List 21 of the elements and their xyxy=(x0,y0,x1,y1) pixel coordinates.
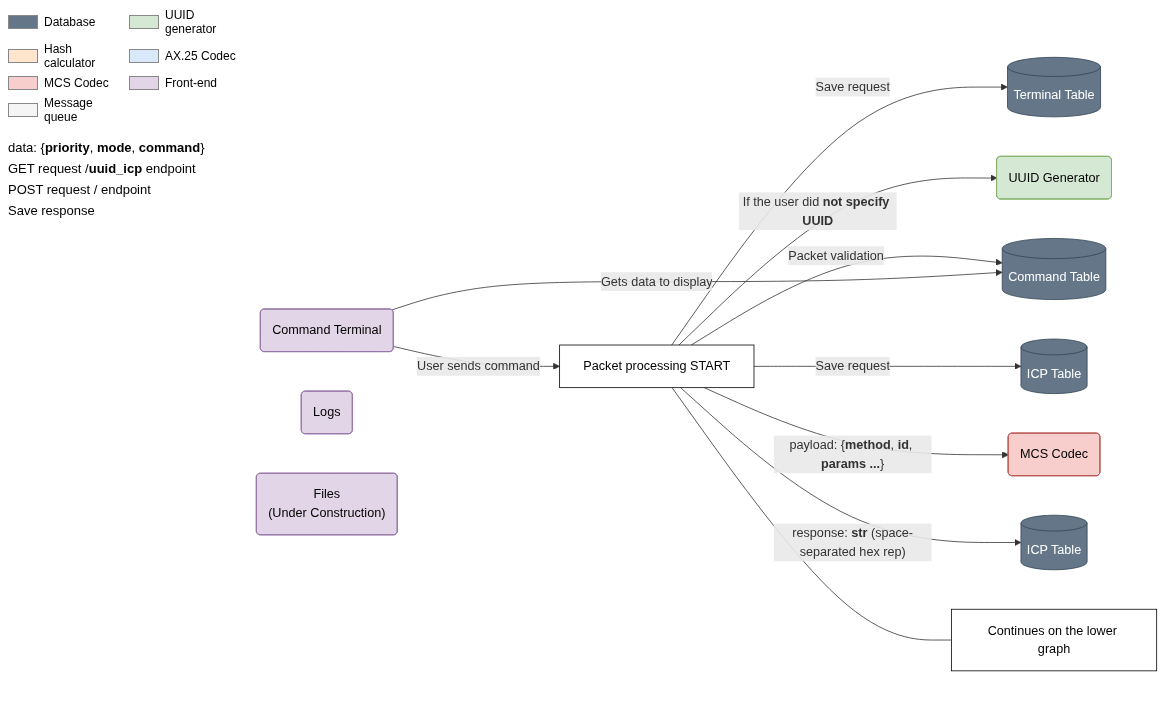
edge-label: Save request xyxy=(815,359,890,373)
edge-label: User sends command xyxy=(417,359,540,373)
legend-text: Hash calculator xyxy=(44,42,97,70)
note-text: data: {priority, mode, command} xyxy=(8,140,206,155)
legend-text: MCS Codec xyxy=(44,76,109,90)
node-box: Continues on the lower graph xyxy=(951,608,1158,672)
edge-label: Save request xyxy=(815,79,890,94)
edge-label: Packet validation xyxy=(788,248,884,262)
edge-label: payload: {method, id, params ...} xyxy=(789,437,913,471)
legend-text: Front-end xyxy=(165,76,218,90)
note-text: POST request / endpoint xyxy=(8,182,152,197)
node-box: Packet processing START xyxy=(559,344,755,388)
legend-text: AX.25 Codec xyxy=(165,49,236,63)
legend-text: UUID generator xyxy=(165,8,218,36)
legend-text: Message queue xyxy=(44,96,94,124)
note-text: GET request /uuid_icp endpoint xyxy=(8,161,197,176)
edge-label: response: str (space-separated hex rep) xyxy=(792,525,914,559)
note-text: Save response xyxy=(8,203,96,218)
legend-text: Database xyxy=(44,15,96,29)
edge-label: Gets data to display xyxy=(600,274,713,288)
edge-label: If the user did not specify UUID xyxy=(742,194,890,228)
